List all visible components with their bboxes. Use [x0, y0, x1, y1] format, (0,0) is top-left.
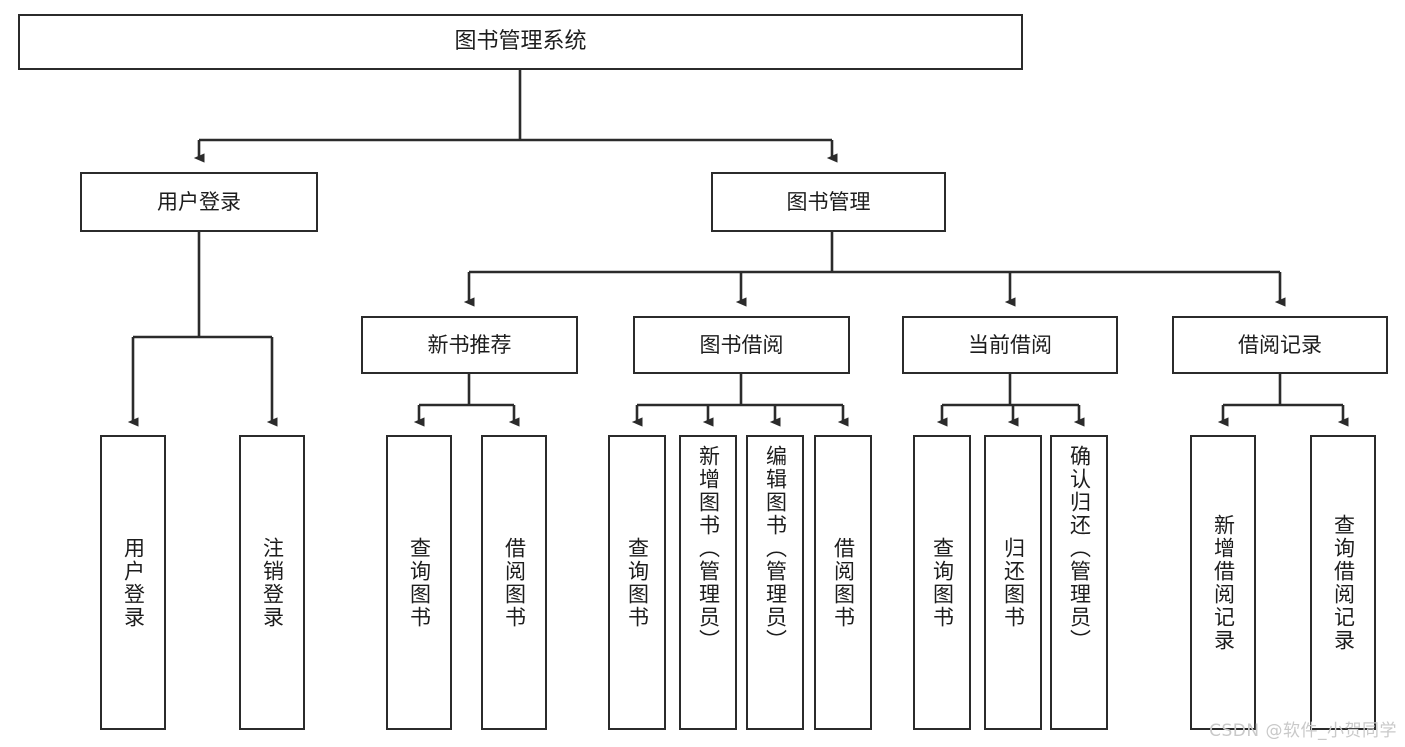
node-leaf-confirm-return-admin[interactable]: 确认归还（管理员） — [1050, 435, 1108, 730]
node-book-borrow[interactable]: 图书借阅 — [633, 316, 850, 374]
node-leaf-query-book-borrow[interactable]: 查询图书 — [608, 435, 666, 730]
node-label: 查询图书 — [407, 536, 432, 629]
node-leaf-add-book-admin[interactable]: 新增图书（管理员） — [679, 435, 737, 730]
watermark-text: CSDN @软件_小贺同学 — [1209, 721, 1397, 741]
node-user-login[interactable]: 用户登录 — [80, 172, 318, 232]
node-label: 图书管理系统 — [454, 28, 587, 54]
node-label: 注销登录 — [260, 536, 285, 629]
node-label: 查询图书 — [625, 536, 650, 629]
node-label: 新书推荐 — [427, 332, 512, 357]
node-leaf-borrow-book[interactable]: 借阅图书 — [814, 435, 872, 730]
node-label: 查询图书 — [930, 536, 955, 629]
node-new-book-recommend[interactable]: 新书推荐 — [361, 316, 578, 374]
node-label: 当前借阅 — [968, 332, 1052, 357]
node-label: 新增图书（管理员） — [696, 445, 721, 652]
node-label: 图书借阅 — [699, 332, 784, 357]
node-leaf-query-book-current[interactable]: 查询图书 — [913, 435, 971, 730]
node-book-management[interactable]: 图书管理 — [711, 172, 946, 232]
node-leaf-user-login[interactable]: 用户登录 — [100, 435, 166, 730]
node-label: 编辑图书（管理员） — [763, 445, 788, 652]
node-label: 借阅记录 — [1238, 332, 1322, 357]
node-leaf-edit-book-admin[interactable]: 编辑图书（管理员） — [746, 435, 804, 730]
node-label: 图书管理 — [786, 189, 871, 214]
node-current-borrow[interactable]: 当前借阅 — [902, 316, 1118, 374]
node-leaf-borrow-book-recommend[interactable]: 借阅图书 — [481, 435, 547, 730]
node-root-book-management-system[interactable]: 图书管理系统 — [18, 14, 1023, 70]
node-label: 归还图书 — [1001, 536, 1026, 629]
node-label: 用户登录 — [157, 189, 241, 214]
node-borrow-record[interactable]: 借阅记录 — [1172, 316, 1388, 374]
node-label: 用户登录 — [121, 536, 146, 629]
node-label: 新增借阅记录 — [1211, 513, 1236, 652]
node-leaf-query-book-recommend[interactable]: 查询图书 — [386, 435, 452, 730]
node-leaf-return-book[interactable]: 归还图书 — [984, 435, 1042, 730]
node-leaf-logout[interactable]: 注销登录 — [239, 435, 305, 730]
node-leaf-query-borrow-record[interactable]: 查询借阅记录 — [1310, 435, 1376, 730]
node-label: 确认归还（管理员） — [1067, 445, 1092, 652]
node-label: 借阅图书 — [502, 536, 527, 629]
node-leaf-add-borrow-record[interactable]: 新增借阅记录 — [1190, 435, 1256, 730]
node-label: 借阅图书 — [831, 536, 856, 629]
node-label: 查询借阅记录 — [1331, 513, 1356, 652]
